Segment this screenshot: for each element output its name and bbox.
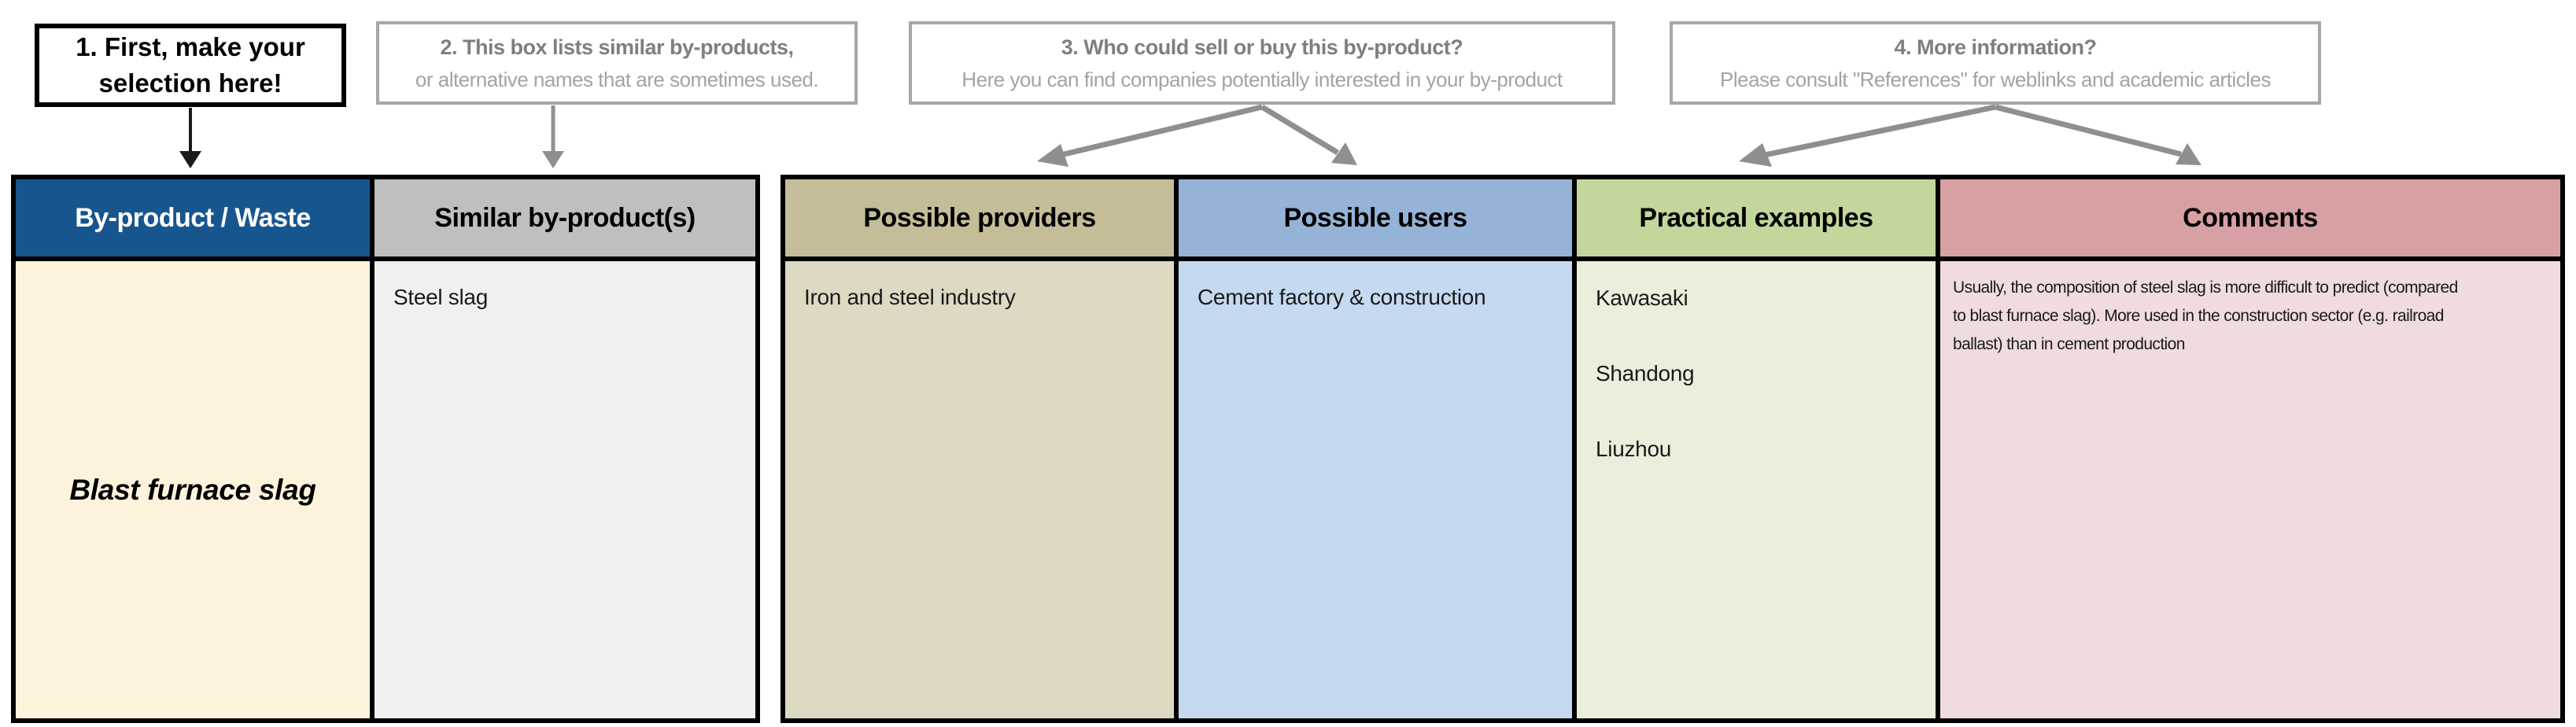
column-header-byproduct-waste: By-product / Waste	[16, 179, 375, 261]
annotation-box-similar: 2. This box lists similar by-products, o…	[376, 21, 858, 105]
example-item: Shandong	[1596, 361, 1695, 386]
arrow-users-icon	[1260, 105, 1357, 165]
annotation-box-more-info-line1: 4. More information?	[1894, 35, 2097, 59]
annotation-box-sell-buy: 3. Who could sell or buy this by-product…	[909, 21, 1615, 105]
example-item: Kawasaki	[1596, 286, 1688, 310]
annotation-box-similar-line2: or alternative names that are sometimes …	[415, 68, 819, 92]
comments-cell: Usually, the composition of steel slag i…	[1940, 261, 2560, 718]
column-header-possible-users: Possible users	[1179, 179, 1577, 261]
comment-line: to blast furnace slag). More used in the…	[1953, 307, 2444, 325]
annotation-box-selection: 1. First, make your selection here!	[35, 24, 346, 107]
arrow-selection-icon	[179, 108, 201, 168]
table-block-details: Possible providers Possible users Practi…	[781, 175, 2565, 723]
providers-cell: Iron and steel industry	[785, 261, 1179, 718]
arrow-comments-icon	[1995, 104, 2201, 165]
annotation-box-more-info-line2: Please consult "References" for weblinks…	[1720, 68, 2271, 92]
annotation-box-sell-buy-line2: Here you can find companies potentially …	[961, 68, 1563, 92]
column-header-comments: Comments	[1940, 179, 2560, 261]
arrow-examples-icon	[1739, 104, 1996, 167]
annotation-box-similar-line1: 2. This box lists similar by-products,	[440, 35, 794, 59]
annotation-box-sell-buy-line1: 3. Who could sell or buy this by-product…	[1061, 35, 1463, 59]
comment-line: ballast) than in cement production	[1953, 335, 2185, 353]
similar-byproduct-cell: Steel slag	[375, 261, 755, 718]
similar-byproduct-value: Steel slag	[393, 285, 488, 309]
column-header-similar-byproducts: Similar by-product(s)	[375, 179, 755, 261]
example-item: Liuzhou	[1596, 437, 1671, 461]
annotation-box-more-info: 4. More information? Please consult "Ref…	[1670, 21, 2321, 105]
column-header-practical-examples: Practical examples	[1577, 179, 1940, 261]
comment-line: Usually, the composition of steel slag i…	[1953, 279, 2458, 297]
examples-cell: Kawasaki Shandong Liuzhou	[1577, 261, 1940, 718]
arrow-providers-icon	[1037, 104, 1263, 167]
column-header-possible-providers: Possible providers	[785, 179, 1179, 261]
table-block-selection: By-product / Waste Similar by-product(s)…	[11, 175, 760, 723]
users-cell: Cement factory & construction	[1179, 261, 1577, 718]
arrow-similar-icon	[542, 105, 564, 168]
providers-value: Iron and steel industry	[804, 285, 1016, 309]
byproduct-name: Blast furnace slag	[69, 473, 316, 506]
users-value: Cement factory & construction	[1198, 285, 1486, 309]
annotation-box-selection-text: 1. First, make your selection here!	[76, 32, 305, 98]
byproduct-selection-cell[interactable]: Blast furnace slag	[16, 261, 375, 718]
